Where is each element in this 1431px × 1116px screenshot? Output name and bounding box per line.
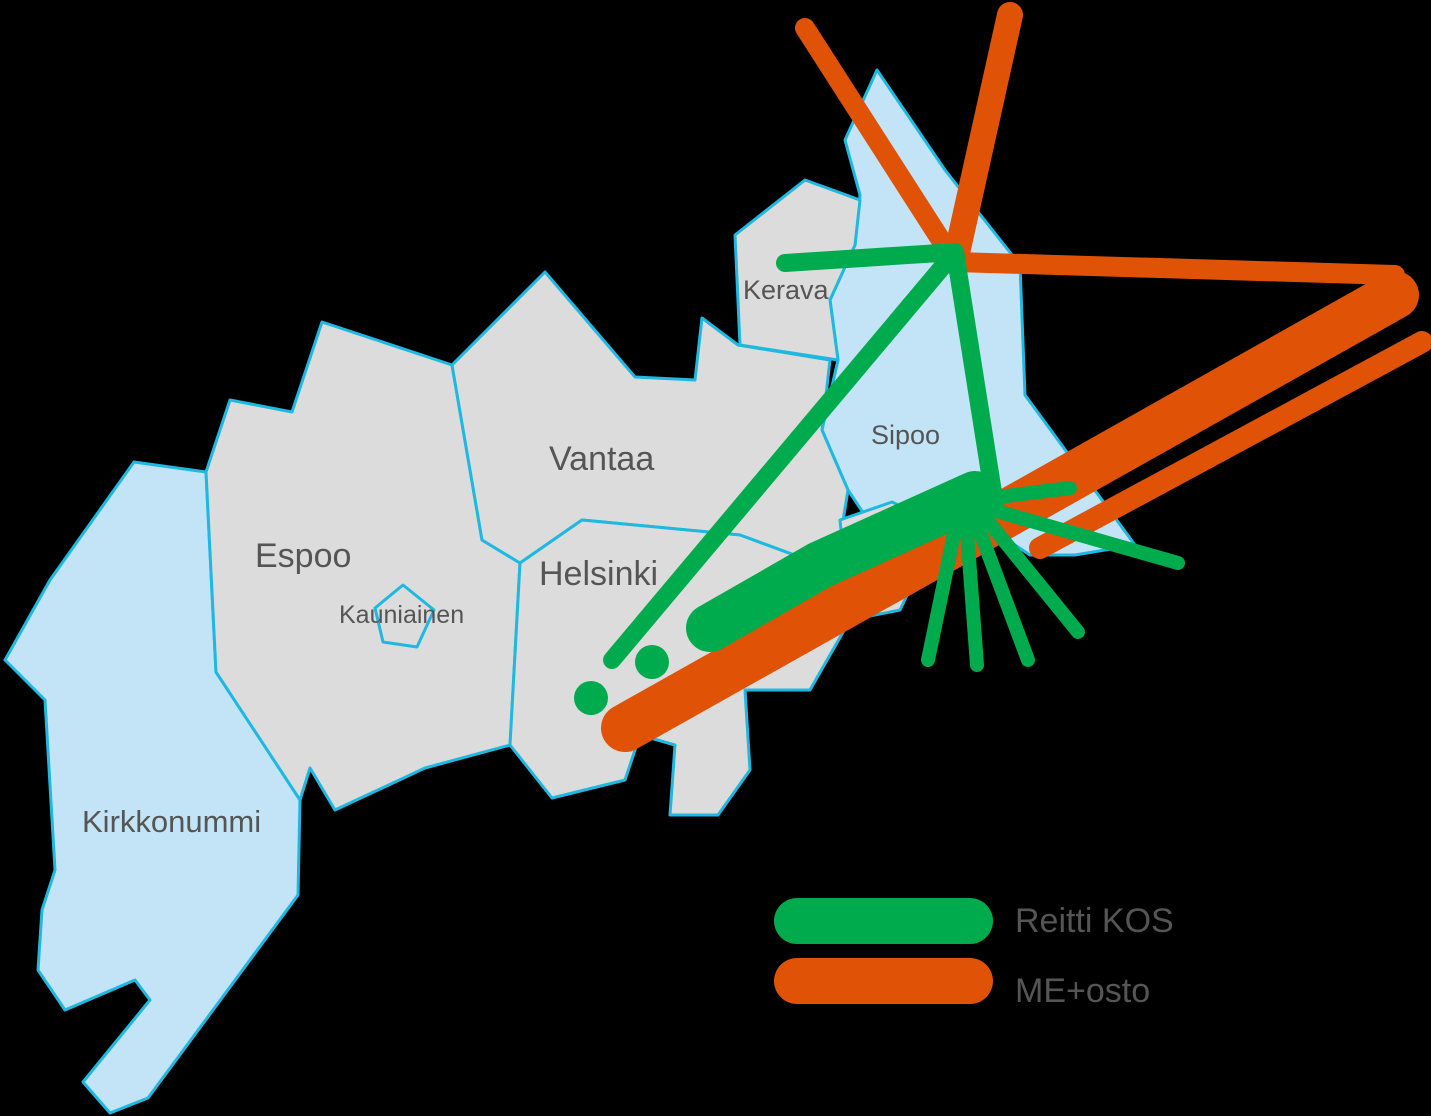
label-vantaa: Vantaa bbox=[549, 440, 654, 478]
green-spoke-5 bbox=[958, 498, 984, 672]
green-spoke-2 bbox=[968, 498, 1185, 570]
green-dot-2 bbox=[574, 681, 608, 715]
green-dot-1 bbox=[635, 645, 669, 679]
label-espoo: Espoo bbox=[255, 537, 351, 575]
green-route-vertical bbox=[946, 243, 1004, 514]
green-spoke-3 bbox=[968, 498, 1085, 639]
label-helsinki: Helsinki bbox=[539, 555, 658, 593]
legend: Reitti KOS ME+osto bbox=[774, 898, 1174, 1010]
green-route-diagonal bbox=[603, 243, 964, 669]
label-kerava: Kerava bbox=[743, 275, 830, 305]
green-spoke-1 bbox=[968, 481, 1077, 507]
region-kauniainen bbox=[373, 583, 436, 649]
green-route-kerava bbox=[776, 243, 964, 272]
label-sipoo: Sipoo bbox=[871, 420, 940, 450]
orange-route-east bbox=[945, 252, 1405, 285]
label-kirkkonummi: Kirkkonummi bbox=[82, 804, 261, 839]
green-spoke-6 bbox=[921, 498, 967, 667]
orange-route-north bbox=[942, 2, 1023, 275]
green-routes bbox=[574, 243, 1185, 715]
legend-label-me-osto: ME+osto bbox=[1015, 972, 1150, 1010]
legend-label-reitti-kos: Reitti KOS bbox=[1015, 902, 1174, 940]
label-kauniainen: Kauniainen bbox=[339, 601, 464, 629]
orange-route-far-east bbox=[1029, 331, 1431, 559]
green-route-main bbox=[686, 471, 999, 652]
green-spoke-4 bbox=[963, 498, 1035, 667]
orange-route-nw bbox=[795, 18, 965, 272]
